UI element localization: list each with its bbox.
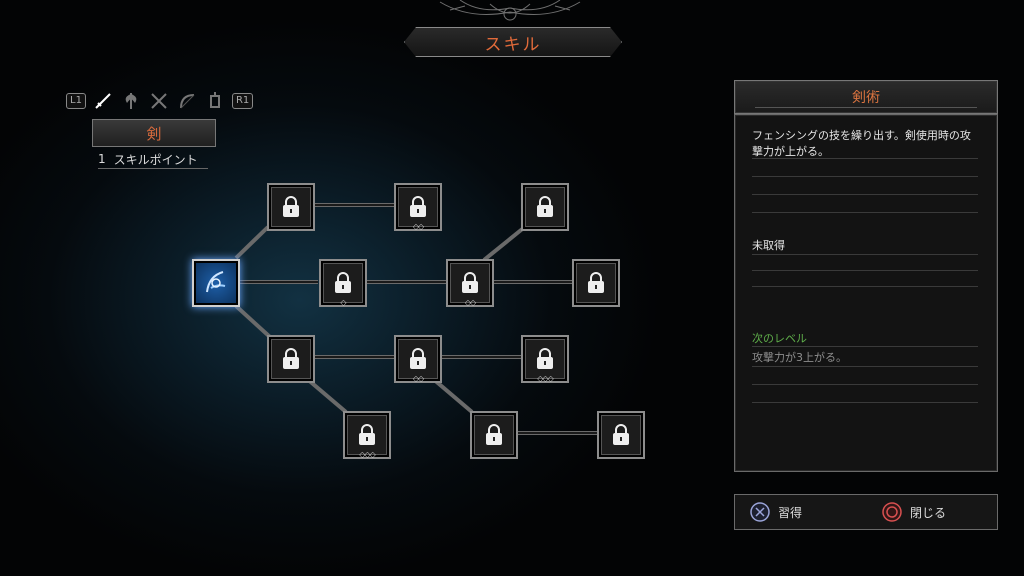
level-pips-icon: ◇◇◇: [537, 374, 554, 383]
lock-icon: [283, 348, 299, 369]
divider: [752, 366, 978, 367]
lock-icon: [588, 272, 604, 293]
skill-points-count: 1: [98, 152, 106, 166]
skill-node-locked[interactable]: [521, 183, 569, 231]
divider: [752, 346, 978, 347]
skill-node-locked[interactable]: ◇: [319, 259, 367, 307]
divider: [752, 158, 978, 159]
axe-icon[interactable]: [120, 90, 142, 112]
skill-info-panel: [734, 114, 998, 472]
skill-description: フェンシングの技を繰り出す。剣使用時の攻撃力が上がる。: [752, 129, 971, 158]
lock-icon: [486, 424, 502, 445]
circle-button-icon: [882, 502, 902, 522]
sword-icon[interactable]: [92, 90, 114, 112]
screen-title-plate: スキル: [404, 27, 622, 57]
close-button[interactable]: 閉じる: [882, 502, 946, 522]
acquisition-status: 未取得: [752, 239, 785, 252]
lock-icon: [335, 272, 351, 293]
level-pips-icon: ◇: [340, 298, 346, 307]
lantern-icon[interactable]: [204, 90, 226, 112]
skill-info-header: 剣術: [734, 80, 998, 114]
divider: [752, 212, 978, 213]
crossed-blades-icon[interactable]: [148, 90, 170, 112]
divider: [752, 286, 978, 287]
next-level-label: 次のレベル: [752, 332, 807, 345]
divider: [752, 176, 978, 177]
level-pips-icon: ◇◇: [412, 374, 424, 383]
lock-icon: [410, 348, 426, 369]
skill-node-locked[interactable]: ◇◇: [394, 335, 442, 383]
skill-node-locked[interactable]: [267, 183, 315, 231]
skill-points: 1 スキルポイント: [98, 150, 208, 169]
r1-button-hint[interactable]: R1: [231, 93, 254, 109]
learn-button-label: 習得: [778, 505, 803, 520]
learn-button[interactable]: 習得: [750, 502, 802, 522]
skill-node-locked[interactable]: [267, 335, 315, 383]
divider: [752, 254, 978, 255]
skill-info-title: 剣術: [852, 90, 880, 106]
lock-icon: [359, 424, 375, 445]
skill-node-locked[interactable]: ◇◇◇: [521, 335, 569, 383]
skill-node-locked[interactable]: [597, 411, 645, 459]
skill-node-locked[interactable]: [572, 259, 620, 307]
lock-icon: [410, 196, 426, 217]
weapon-selector: L1 R1: [66, 90, 254, 112]
skill-node-locked[interactable]: ◇◇: [446, 259, 494, 307]
lock-icon: [537, 348, 553, 369]
lock-icon: [462, 272, 478, 293]
cross-button-icon: [750, 502, 770, 522]
close-button-label: 閉じる: [910, 505, 947, 520]
selected-weapon-plate: 剣: [92, 119, 216, 147]
skill-node-locked[interactable]: ◇◇◇: [343, 411, 391, 459]
skill-node-locked[interactable]: ◇◇: [394, 183, 442, 231]
divider: [752, 384, 978, 385]
bow-icon[interactable]: [176, 90, 198, 112]
level-pips-icon: ◇◇: [464, 298, 476, 307]
l1-button-hint[interactable]: L1: [66, 93, 86, 109]
lock-icon: [283, 196, 299, 217]
level-pips-icon: ◇◇◇: [359, 450, 376, 459]
lock-icon: [537, 196, 553, 217]
selected-weapon-name: 剣: [146, 124, 162, 143]
level-pips-icon: ◇◇: [412, 222, 424, 231]
screen-title: スキル: [484, 34, 542, 55]
divider: [752, 402, 978, 403]
top-ornament: [439, 0, 581, 21]
button-prompt-bar: [734, 494, 998, 530]
swordsmanship-icon: [206, 271, 226, 293]
skill-node-locked[interactable]: [470, 411, 518, 459]
divider: [752, 194, 978, 195]
divider: [752, 270, 978, 271]
skill-node-swordsmanship[interactable]: [192, 259, 240, 307]
lock-icon: [613, 424, 629, 445]
next-level-text: 攻撃力が3上がる。: [752, 351, 847, 364]
skill-points-label: スキルポイント: [113, 152, 198, 167]
